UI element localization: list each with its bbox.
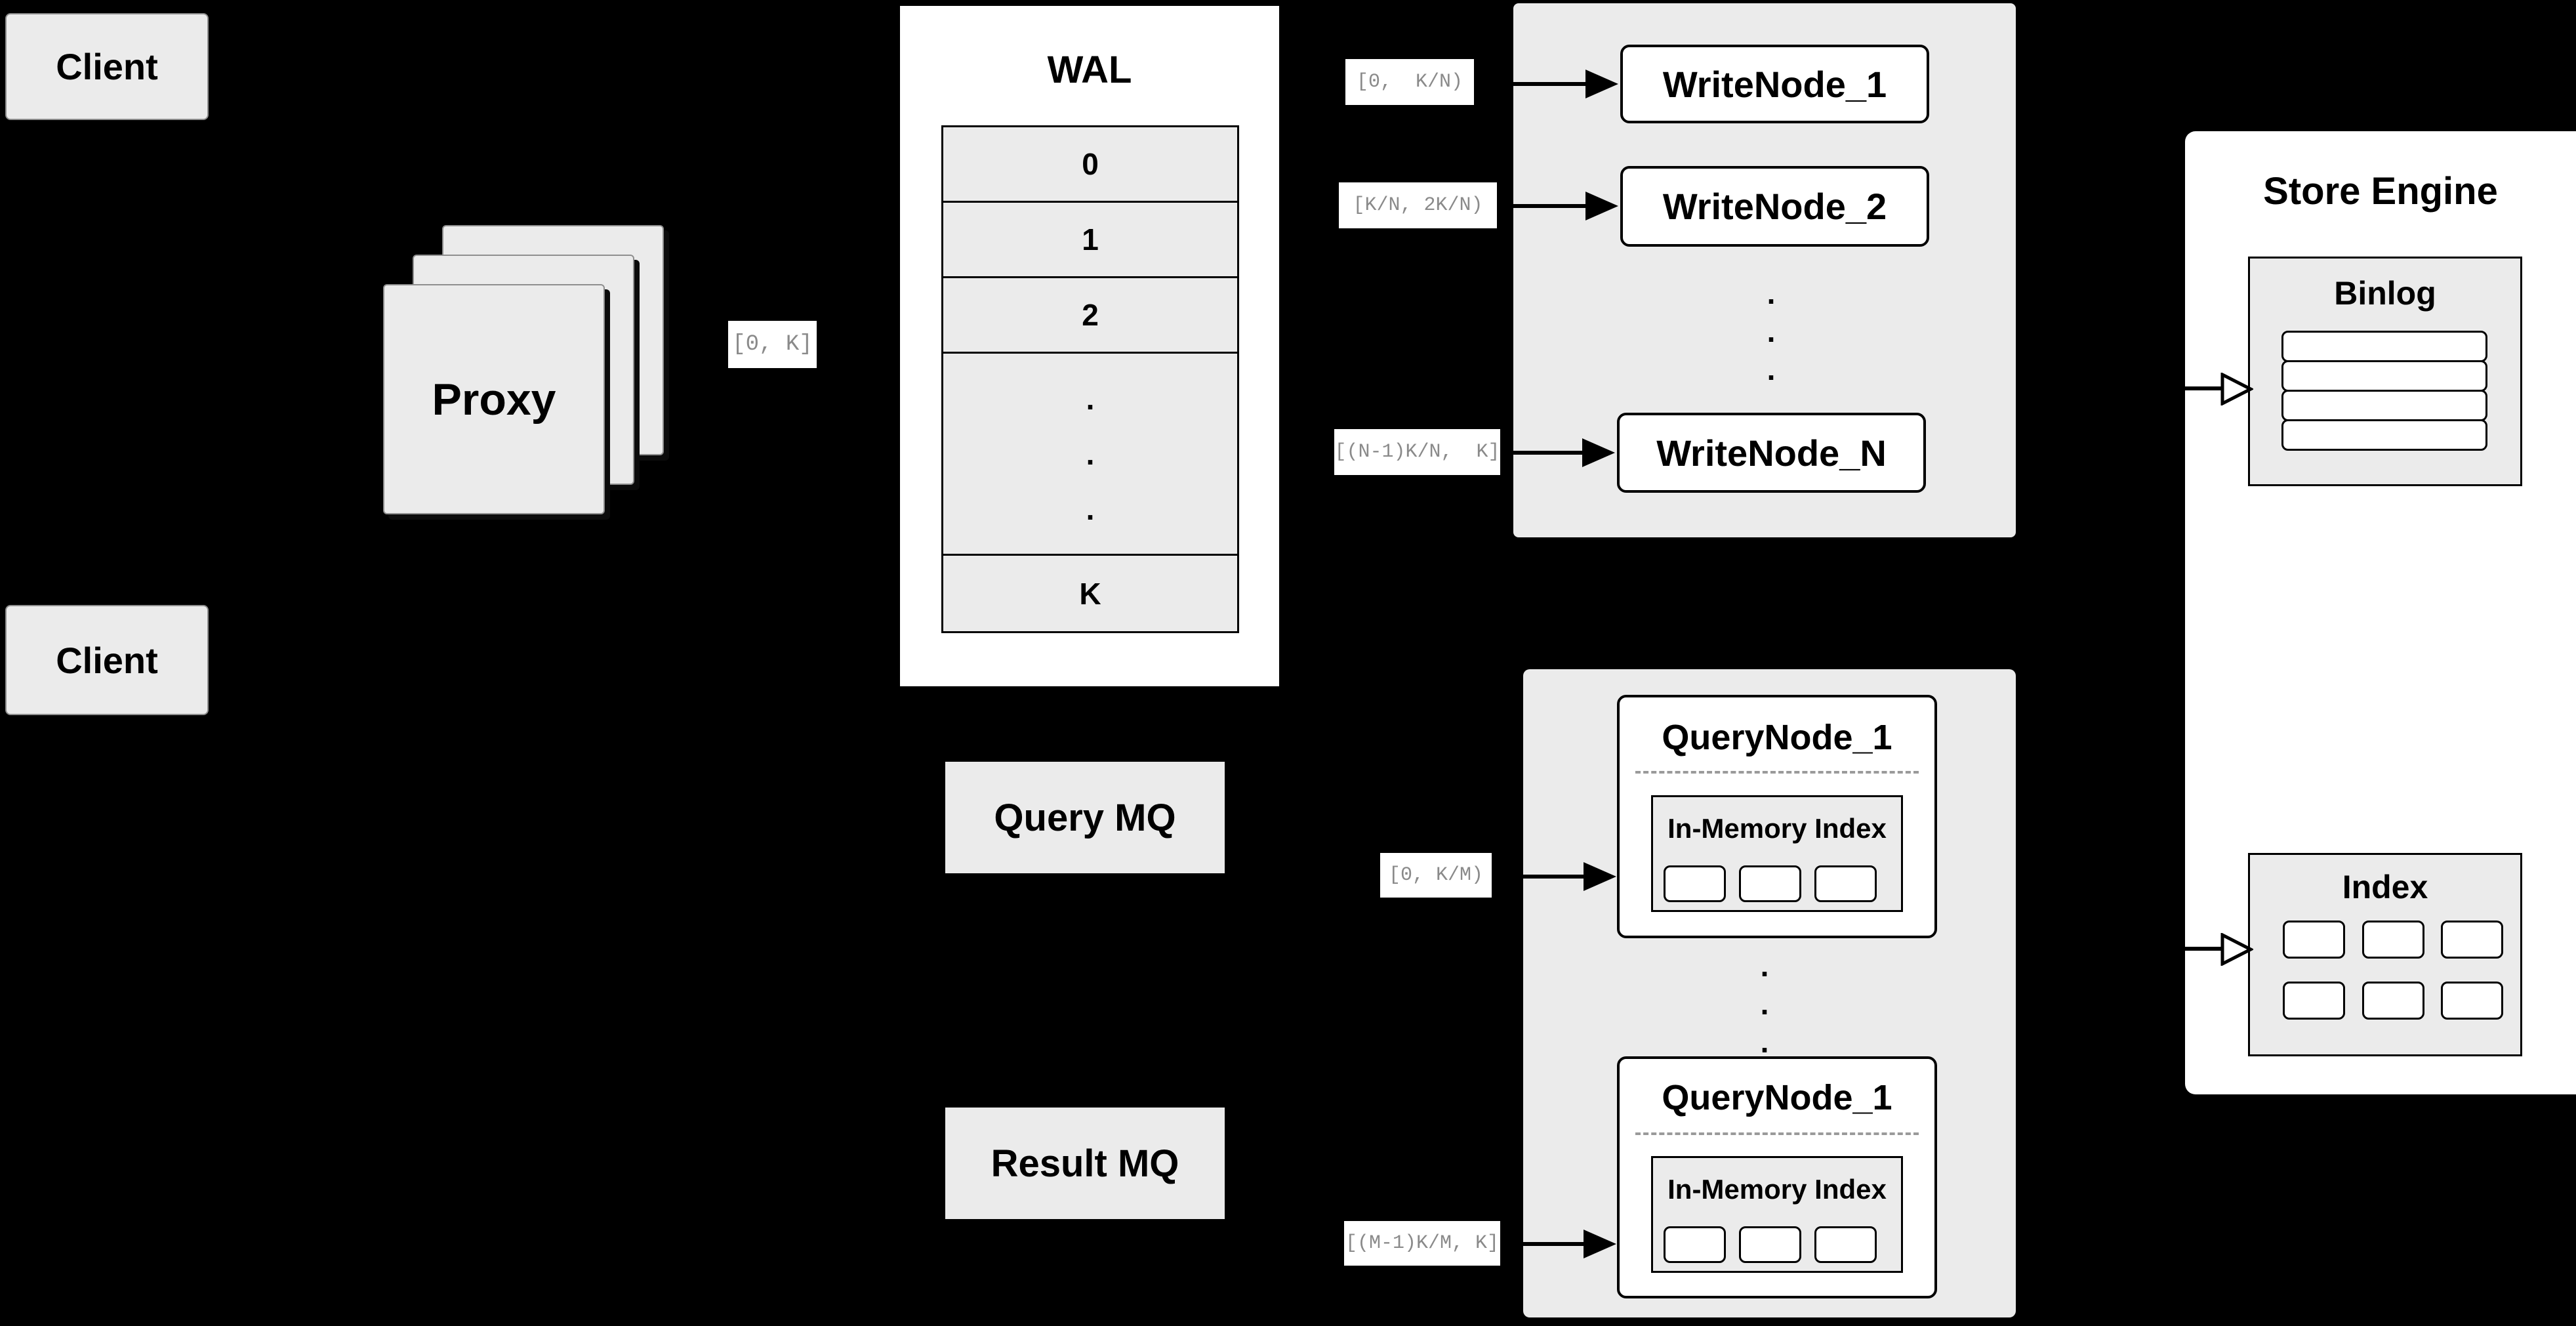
range-label-query-m: [(M-1)K/M, K] [1344,1221,1500,1266]
open-arrowhead-index [2220,933,2253,966]
wal-slot-ellipsis: . . . [943,354,1237,556]
query-node-top-title: QueryNode_1 [1662,718,1892,757]
client-box-top: Client [5,13,209,120]
client-box-bottom: Client [5,605,209,715]
client-bottom-label: Client [56,639,158,681]
binlog-row [2281,331,2487,362]
wal-slot-k: K [1079,576,1101,611]
memory-cell [1664,865,1726,902]
wal-slot-table: 0 1 2 . . . K [941,125,1239,633]
proxy-label: Proxy [432,374,556,425]
store-engine-title: Store Engine [2263,170,2498,213]
binlog-row [2281,390,2487,421]
open-arrowhead-binlog [2220,373,2253,405]
binlog-title: Binlog [2334,275,2436,312]
wal-box: WAL 0 1 2 . . . K [897,3,1282,689]
binlog-box: Binlog [2248,257,2522,486]
memory-cell [1664,1226,1726,1263]
in-memory-index-title-bottom: In-Memory Index [1667,1174,1887,1205]
query-node-ellipsis-dots: . . . [1760,949,1769,1059]
binlog-row [2281,360,2487,392]
query-node-bottom-divider [1635,1132,1919,1135]
memory-cell [1739,1226,1801,1263]
query-node-top-divider [1635,771,1919,774]
write-node-ellipsis-dots: . . . [1767,276,1776,386]
query-mq-box: Query MQ [945,762,1225,873]
index-cell [2362,982,2424,1020]
write-node-n: WriteNode_N [1617,413,1926,493]
in-memory-index-box-top: In-Memory Index [1651,795,1903,912]
wal-title: WAL [1047,49,1132,91]
index-title: Index [2342,869,2428,905]
index-cell [2441,921,2503,959]
query-node-bottom-title: QueryNode_1 [1662,1078,1892,1117]
store-engine-box: Store Engine Binlog Index [2185,131,2576,1094]
query-mq-label: Query MQ [994,796,1176,839]
binlog-row [2281,419,2487,451]
result-mq-box: Result MQ [945,1108,1225,1219]
write-node-1: WriteNode_1 [1620,45,1929,123]
range-label-write-1: [0, K/N) [1345,59,1474,105]
index-cell [2283,921,2345,959]
write-node-1-label: WriteNode_1 [1662,63,1887,105]
wal-slot-0: 0 [943,127,1237,203]
range-label-query-1: [0, K/M) [1380,853,1492,898]
in-memory-index-title-top: In-Memory Index [1667,813,1887,844]
proxy-box-front: Proxy [383,284,605,514]
wal-slot-2: 2 [943,278,1237,354]
range-label-write-n: [(N-1)K/N, K] [1334,429,1500,475]
memory-cell [1814,865,1877,902]
wal-ellipsis-dots: . . . [1086,381,1095,526]
index-cell [2441,982,2503,1020]
range-label-proxy-to-wal: [0, K] [728,321,817,368]
result-mq-label: Result MQ [991,1142,1179,1185]
write-node-2-label: WriteNode_2 [1662,186,1887,227]
write-node-n-label: WriteNode_N [1656,432,1887,474]
in-memory-index-box-bottom: In-Memory Index [1651,1156,1903,1273]
wal-slot-1: 1 [943,203,1237,278]
binlog-rows [2281,331,2487,451]
memory-cell [1739,865,1801,902]
index-box: Index [2248,853,2522,1056]
index-cell [2283,982,2345,1020]
range-label-write-2: [K/N, 2K/N) [1339,182,1497,228]
index-cell [2362,921,2424,959]
client-top-label: Client [56,46,158,87]
memory-cell [1814,1226,1877,1263]
write-node-2: WriteNode_2 [1620,166,1929,247]
